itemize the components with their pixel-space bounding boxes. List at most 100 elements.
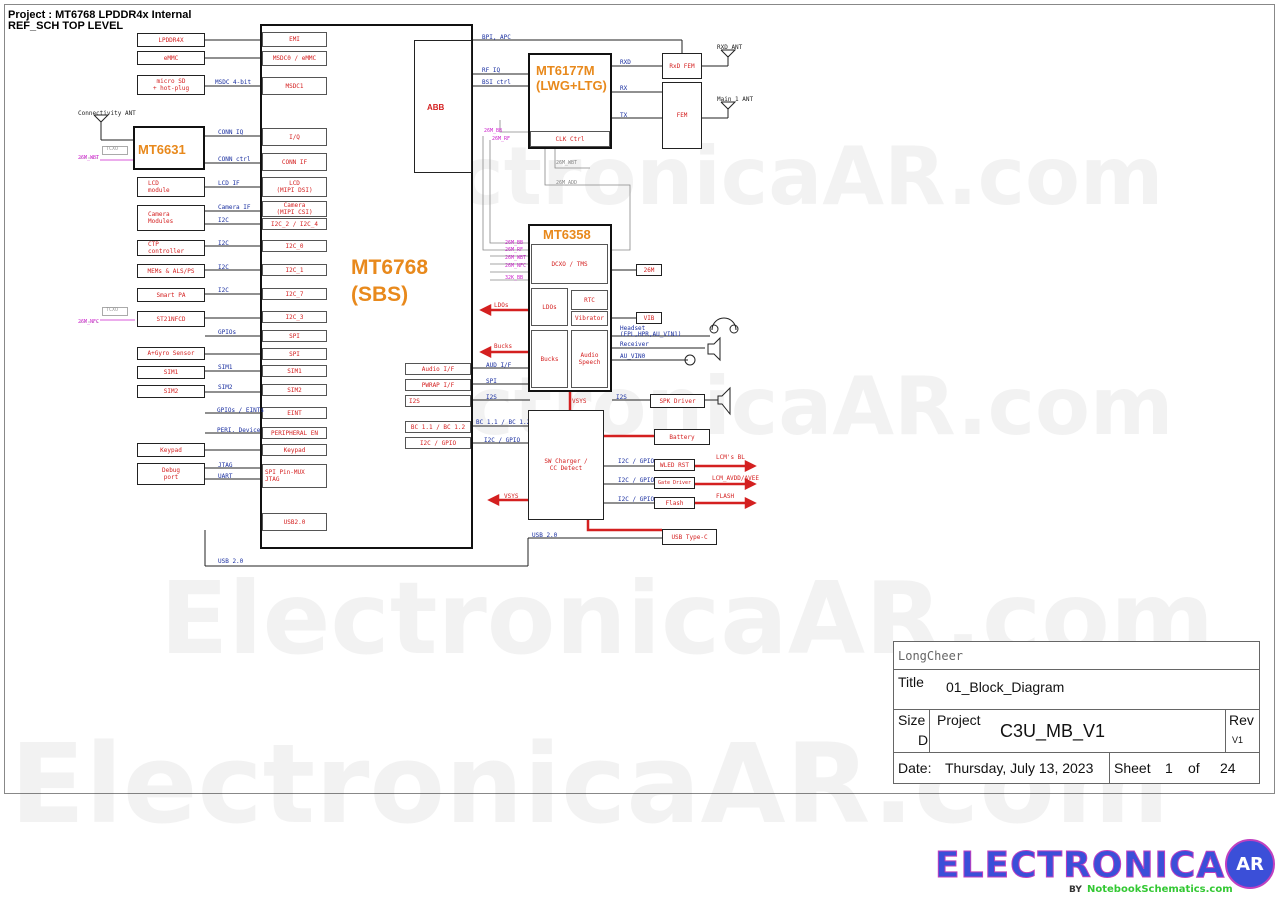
tb-divider [1109,752,1110,784]
block-charger: SW Charger / CC Detect [528,410,604,520]
block-bucks: Bucks [531,330,568,388]
pin-camera-line2: (MIPI CSI) [276,209,313,216]
block-26m: 26M [636,264,662,276]
pmic-26m-bb: 26M_BB [505,240,524,246]
net-26m-bb: 26M_BB [484,128,503,134]
rxd-ant-label: RXD ANT [717,44,743,51]
pin-audio: Audio I/F [405,363,471,375]
block-lpddr4x: LPDDR4X [137,33,205,47]
block-mems: MEMs & ALS/PS [137,264,205,278]
block-charger-line2: CC Detect [549,465,583,472]
tb-rev-label: Rev [1229,712,1254,728]
block-audio-speech: Audio Speech [571,330,608,388]
net-i2c-gpio-c: I2C / GPIO [618,496,655,503]
tcxo-label-a: TCXO [106,146,119,152]
tcxo-label-b: TCXO [106,307,119,313]
pin-spimux: SPI Pin-MUX JTAG [262,464,327,488]
logo-subtitle: NotebookSchematics.com [1087,884,1233,895]
block-wled: WLED RST [654,459,695,471]
block-keypad: Keypad [137,443,205,457]
block-ctp-line1: CTP [148,241,159,248]
pin-msdc0: MSDC0 / eMMC [262,51,327,66]
pin-sim1: SIM1 [262,365,327,377]
net-vsys-a: VSYS [572,398,587,405]
net-lcd-if: LCD IF [218,180,240,187]
tb-divider [893,709,1260,710]
tb-of-label: of [1188,760,1200,776]
block-ctp-line2: controller [148,248,185,255]
net-uart: UART [218,473,233,480]
net-spi: SPI [486,378,497,385]
pin-emi: EMI [262,32,327,47]
block-debug-line1: Debug [161,467,181,474]
main-ant-label: Main 1 ANT [717,96,754,103]
tb-divider [893,752,1260,753]
net-26m-wbt: 26M_WBT [78,155,100,161]
pin-i2s: I2S [405,395,471,407]
net-headset-2: (EPL,HPR,AU_VIN1) [620,331,682,338]
net-msdc-4bit: MSDC 4-bit [215,79,252,86]
pin-i2c1: I2C_1 [262,264,327,276]
net-camera-if: Camera IF [218,204,251,211]
net-usb20-b: USB 2.0 [532,532,558,539]
pin-i2c0: I2C_0 [262,240,327,252]
tb-sheet-total: 24 [1220,760,1236,776]
pin-sim2: SIM2 [262,384,327,396]
net-26m-add: 26M_ADD [556,180,578,186]
net-au-vin0: AU_VIN0 [620,353,646,360]
tb-project-label: Project [937,712,981,728]
block-microsd-line2: + hot-plug [152,85,190,92]
pin-i2c3: I2C_3 [262,311,327,323]
pin-lcd: LCD (MIPI DSI) [262,177,327,197]
net-bpi-apc: BPI, APC [482,34,511,41]
block-sim1: SIM1 [137,366,205,379]
block-microsd-line1: micro SD [156,78,186,85]
pin-pwrap: PWRAP I/F [405,379,471,391]
net-rxd: RXD [620,59,631,66]
block-emmc: eMMC [137,51,205,65]
block-debug-line2: port [163,474,179,481]
block-usb-typec: USB Type-C [662,529,717,545]
pin-spimux-line2: JTAG [265,476,280,483]
pin-camera: Camera (MIPI CSI) [262,201,327,217]
tb-rev-value: V1 [1232,735,1244,745]
net-i2c-b: I2C [218,240,229,247]
net-i2s: I2S [486,394,497,401]
soc-name: MT6768 [351,256,429,279]
net-26m-rf: 26M_RF [492,136,511,142]
net-tx: TX [620,112,628,119]
tcxo-box-b [102,307,128,316]
chip-mt6631 [133,126,205,170]
block-flash: Flash [654,497,695,509]
pmic-26m-nfc: 26M_NFC [505,263,527,269]
pmic-32k-bb: 32K_BB [505,275,524,281]
tb-size-label: Size [898,712,926,728]
net-flash-out: FLASH [716,493,735,500]
logo-ar-badge: AR [1225,839,1275,889]
pin-keypad: Keypad [262,444,327,456]
block-lcd-line1: LCD [148,180,159,187]
block-charger-line1: SW Charger / [544,458,588,465]
block-ctp: CTP controller [137,240,205,256]
block-camera-line1: Camera [148,211,170,218]
block-nfc: ST21NFCD [137,311,205,327]
block-clk-ctrl: CLK Ctrl [530,131,610,147]
net-26m-nfc: 26M_NFC [78,319,100,325]
net-i2c-a: I2C [218,217,229,224]
block-rtc: RTC [571,290,608,310]
block-spk-driver: SPK Driver [650,394,705,408]
net-i2c-c: I2C [218,264,229,271]
pin-spi-a: SPI [262,330,327,342]
net-sim1: SIM1 [218,364,233,371]
block-dcxo: DCXO / TMS [531,244,608,284]
block-lcd-line2: module [148,187,170,194]
block-sim2: SIM2 [137,385,205,398]
logo-text: ELECTRONICA [934,845,1226,887]
block-camera: Camera Modules [137,205,205,231]
net-gpio-eints: GPIOs / EINTs [217,407,264,414]
pin-i2cgpio: I2C / GPIO [405,437,471,449]
block-camera-line2: Modules [148,218,174,225]
net-headset-1: Headset [620,325,646,332]
block-microsd: micro SD + hot-plug [137,75,205,95]
